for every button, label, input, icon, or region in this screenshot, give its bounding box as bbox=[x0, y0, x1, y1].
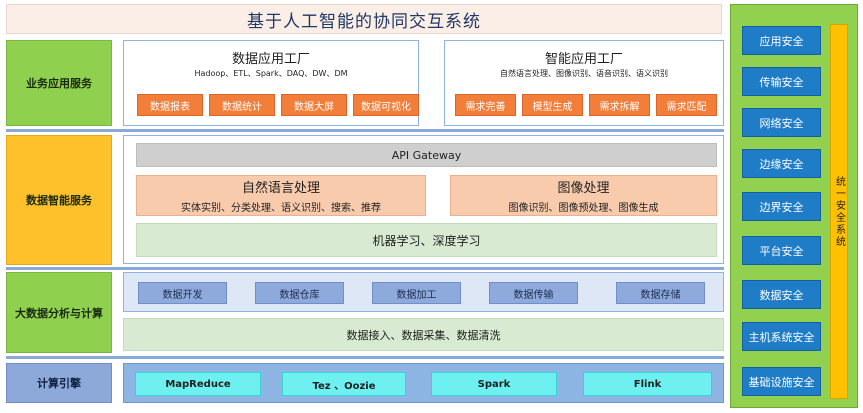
ai-factory-title: 智能应用工厂 bbox=[544, 51, 623, 67]
compute-engine-panel: MapReduce Tez 、Oozie Spark Flink bbox=[123, 363, 724, 403]
infrastructure-security-button[interactable]: 基础设施安全 bbox=[742, 367, 821, 396]
nlp-block: 自然语言处理 实体实别、分类处理、语义识别、搜索、推荐 bbox=[136, 175, 426, 216]
image-processing-desc: 图像识别、图像预处理、图像生成 bbox=[508, 203, 659, 214]
requirement-refine-button[interactable]: 需求完善 bbox=[455, 94, 516, 116]
data-report-button[interactable]: 数据报表 bbox=[137, 94, 203, 116]
boundary-security-button[interactable]: 边界安全 bbox=[742, 192, 821, 221]
application-security-button[interactable]: 应用安全 bbox=[742, 26, 821, 55]
flink-button[interactable]: Flink bbox=[583, 372, 712, 396]
data-big-screen-button[interactable]: 数据大屏 bbox=[281, 94, 347, 116]
category-business-services: 业务应用服务 bbox=[6, 40, 112, 126]
host-system-security-button[interactable]: 主机系统安全 bbox=[742, 322, 821, 351]
data-application-factory: 数据应用工厂 Hadoop、ETL、Spark、DAQ、DW、DM 数据报表 数… bbox=[123, 40, 419, 126]
category-data-intelligence: 数据智能服务 bbox=[6, 135, 112, 265]
layer-separator bbox=[6, 129, 724, 132]
ai-factory-desc: 自然语言处理、图像识别、语音识别、语义识别 bbox=[500, 68, 668, 78]
data-transfer-button[interactable]: 数据传输 bbox=[489, 282, 578, 304]
data-security-button[interactable]: 数据安全 bbox=[742, 280, 821, 309]
nlp-desc: 实体实别、分类处理、语义识别、搜索、推荐 bbox=[181, 203, 381, 214]
model-generate-button[interactable]: 模型生成 bbox=[522, 94, 583, 116]
data-development-button[interactable]: 数据开发 bbox=[138, 282, 227, 304]
data-intelligence-panel: API Gateway 自然语言处理 实体实别、分类处理、语义识别、搜索、推荐 … bbox=[123, 135, 724, 264]
category-compute-engine: 计算引擎 bbox=[6, 363, 112, 403]
edge-security-button[interactable]: 边缘安全 bbox=[742, 149, 821, 178]
tez-oozie-button[interactable]: Tez 、Oozie bbox=[282, 372, 406, 396]
data-statistics-button[interactable]: 数据统计 bbox=[209, 94, 275, 116]
data-factory-title: 数据应用工厂 bbox=[231, 51, 310, 67]
nlp-title: 自然语言处理 bbox=[241, 181, 320, 196]
layer-separator bbox=[6, 356, 724, 359]
data-storage-button[interactable]: 数据存储 bbox=[616, 282, 705, 304]
page-title: 基于人工智能的协同交互系统 bbox=[6, 4, 722, 34]
layer-separator bbox=[6, 267, 724, 270]
category-big-data: 大数据分析与计算 bbox=[6, 272, 112, 353]
image-processing-title: 图像处理 bbox=[557, 181, 610, 196]
platform-security-button[interactable]: 平台安全 bbox=[742, 236, 821, 265]
api-gateway: API Gateway bbox=[136, 143, 717, 167]
data-visualization-button[interactable]: 数据可视化 bbox=[353, 94, 419, 116]
requirement-split-button[interactable]: 需求拆解 bbox=[589, 94, 650, 116]
image-processing-block: 图像处理 图像识别、图像预处理、图像生成 bbox=[450, 175, 717, 216]
data-warehouse-button[interactable]: 数据仓库 bbox=[255, 282, 344, 304]
mapreduce-button[interactable]: MapReduce bbox=[135, 372, 261, 396]
ai-application-factory: 智能应用工厂 自然语言处理、图像识别、语音识别、语义识别 需求完善 模型生成 需… bbox=[444, 40, 724, 126]
data-ingestion-bar: 数据接入、数据采集、数据清洗 bbox=[123, 318, 724, 351]
data-factory-desc: Hadoop、ETL、Spark、DAQ、DW、DM bbox=[194, 68, 348, 78]
data-processing-button[interactable]: 数据加工 bbox=[372, 282, 461, 304]
big-data-tools-panel: 数据开发 数据仓库 数据加工 数据传输 数据存储 bbox=[123, 272, 724, 312]
spark-button[interactable]: Spark bbox=[431, 372, 557, 396]
machine-learning-bar: 机器学习、深度学习 bbox=[136, 223, 717, 257]
transport-security-button[interactable]: 传输安全 bbox=[742, 67, 821, 96]
unified-security-system: 统一安全系统 bbox=[830, 24, 848, 399]
requirement-match-button[interactable]: 需求匹配 bbox=[656, 94, 717, 116]
network-security-button[interactable]: 网络安全 bbox=[742, 108, 821, 137]
